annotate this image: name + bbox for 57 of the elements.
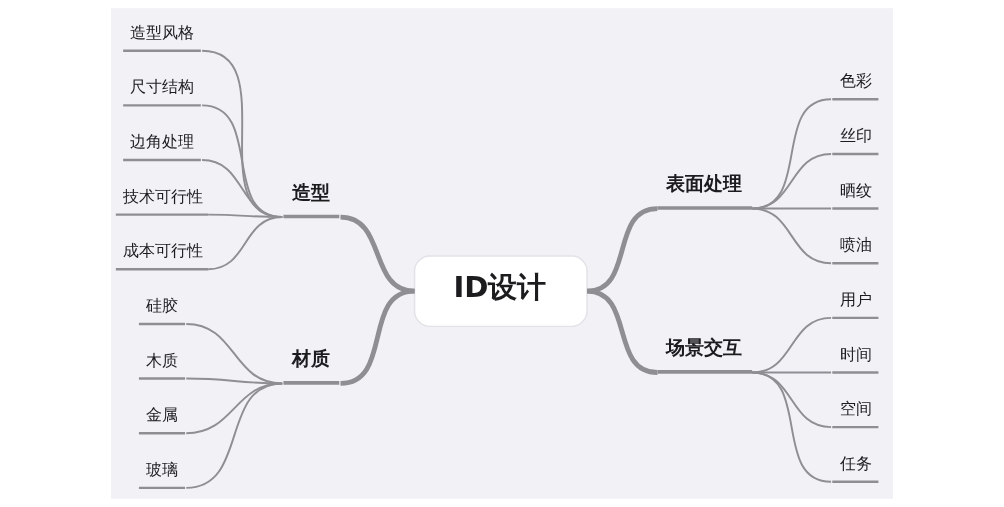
node-label: 成本可行性: [123, 241, 204, 261]
node-label: 材质: [291, 346, 330, 370]
connector: [340, 288, 415, 386]
node-box: [123, 49, 201, 52]
node-box: [138, 432, 186, 435]
connector: [586, 288, 658, 375]
connector: [340, 214, 415, 294]
node-box: [283, 381, 340, 385]
node-label: 时间: [839, 344, 872, 364]
node-box: [832, 480, 879, 483]
node-box: [138, 486, 186, 490]
node-label: 造型: [291, 180, 330, 204]
node-box: [832, 371, 879, 374]
connector: [751, 371, 833, 483]
node-label: 场景交互: [665, 336, 742, 360]
node-label: 硅胶: [146, 296, 179, 316]
node-label: 晒纹: [839, 180, 872, 200]
node-label: 空间: [839, 399, 872, 419]
node-box: [123, 158, 201, 162]
node-label: 表面处理: [665, 172, 742, 196]
node-box: [832, 425, 879, 429]
node-box: ID设计: [413, 255, 588, 328]
node-label: 尺寸结构: [130, 77, 195, 97]
connector: [185, 382, 284, 435]
node-label: 用户: [839, 289, 872, 309]
node-box: [115, 213, 209, 216]
node-label: 边角处理: [130, 132, 195, 152]
connector: [185, 382, 284, 489]
node-box: [138, 377, 186, 380]
node-box: [657, 206, 753, 210]
connector: [185, 377, 284, 385]
node-box: [832, 98, 879, 101]
node-box: [115, 268, 209, 271]
node-label: 喷油: [839, 235, 872, 255]
node-box: [832, 316, 879, 320]
node-box: [832, 152, 879, 156]
connector: [751, 207, 833, 265]
connector: [185, 322, 284, 385]
node-box: [283, 214, 340, 219]
node-box: [657, 370, 753, 374]
node-label: 丝印: [839, 126, 872, 146]
node-box: [123, 104, 201, 107]
connector: [207, 216, 284, 271]
node-label: 木质: [146, 350, 179, 370]
connector: [751, 98, 833, 210]
connector: [751, 152, 833, 210]
node-label: 造型风格: [130, 22, 195, 42]
node-box: [832, 207, 879, 210]
node-label: 色彩: [839, 71, 872, 91]
node-box: [138, 322, 186, 326]
node-label: 金属: [146, 405, 179, 425]
node-label: 玻璃: [146, 459, 179, 479]
connector: [586, 206, 658, 294]
node-box: [832, 262, 879, 265]
node-label: 技术可行性: [123, 186, 204, 206]
node-label: 任务: [839, 453, 872, 473]
connector: [751, 316, 833, 374]
